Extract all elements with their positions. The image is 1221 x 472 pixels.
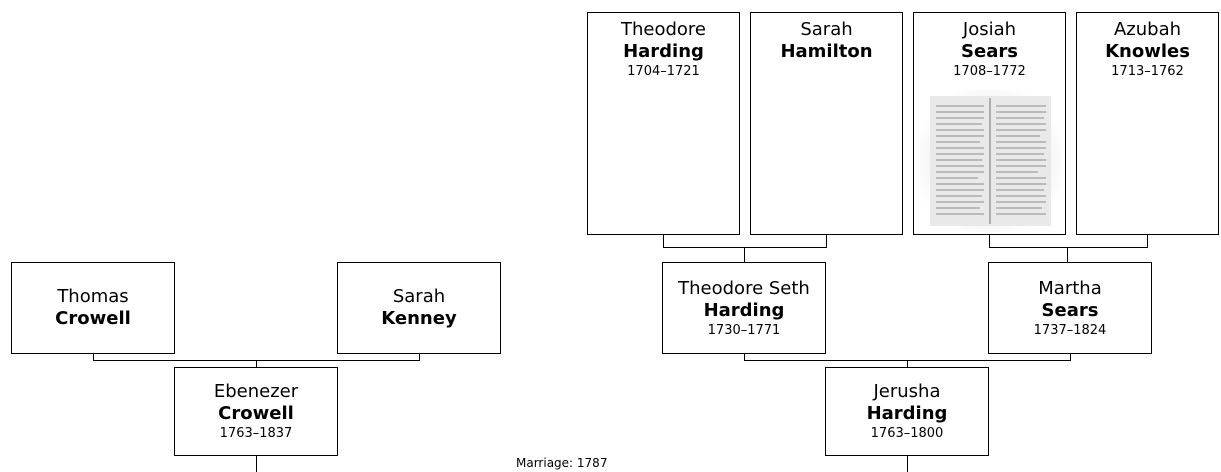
- connector: [907, 360, 908, 367]
- last-name: Harding: [623, 41, 704, 62]
- life-years: 1763–1800: [870, 426, 944, 441]
- person-card-thomas-crowell[interactable]: Thomas Crowell: [11, 262, 175, 354]
- connector: [256, 456, 257, 472]
- first-name: Sarah: [392, 286, 446, 307]
- connector: [256, 360, 257, 367]
- first-name: Thomas: [57, 286, 129, 307]
- life-years: 1713–1762: [1111, 64, 1184, 79]
- person-card-theodore-seth-harding[interactable]: Theodore Seth Harding 1730–1771: [662, 262, 826, 354]
- person-card-martha-sears[interactable]: Martha Sears 1737–1824: [988, 262, 1152, 354]
- first-name: Sarah: [800, 19, 853, 40]
- first-name: Josiah: [962, 19, 1017, 40]
- life-years: 1708–1772: [953, 64, 1026, 79]
- connector: [663, 235, 664, 247]
- life-years: 1763–1837: [219, 426, 293, 441]
- connector: [989, 235, 990, 247]
- last-name: Hamilton: [780, 41, 873, 62]
- person-card-theodore-harding[interactable]: Theodore Harding 1704–1721: [587, 12, 740, 235]
- connector: [1067, 247, 1068, 262]
- life-years: 1704–1721: [627, 64, 700, 79]
- person-card-ebenezer-crowell[interactable]: Ebenezer Crowell 1763–1837: [174, 367, 338, 456]
- life-years: 1737–1824: [1033, 322, 1107, 338]
- person-card-jerusha-harding[interactable]: Jerusha Harding 1763–1800: [825, 367, 989, 456]
- connector: [419, 354, 420, 360]
- last-name: Knowles: [1105, 41, 1190, 62]
- connector: [663, 247, 827, 248]
- person-card-sarah-hamilton[interactable]: Sarah Hamilton: [750, 12, 903, 235]
- last-name: Crowell: [218, 403, 294, 424]
- first-name: Theodore: [620, 19, 706, 40]
- connector: [744, 247, 745, 262]
- connector: [989, 247, 1148, 248]
- life-years: 1730–1771: [707, 322, 781, 338]
- last-name: Crowell: [55, 308, 131, 329]
- first-name: Martha: [1038, 277, 1102, 299]
- last-name: Harding: [703, 299, 785, 321]
- marriage-label: Marriage: 1787: [516, 456, 608, 470]
- connector: [1070, 354, 1071, 360]
- connector: [1147, 235, 1148, 247]
- person-card-azubah-knowles[interactable]: Azubah Knowles 1713–1762: [1076, 12, 1219, 235]
- person-card-sarah-kenney[interactable]: Sarah Kenney: [337, 262, 501, 354]
- first-name: Azubah: [1113, 19, 1182, 40]
- connector: [93, 354, 94, 360]
- connector: [744, 354, 745, 360]
- first-name: Theodore Seth: [678, 277, 810, 299]
- connector: [826, 235, 827, 247]
- first-name: Jerusha: [873, 381, 941, 402]
- last-name: Harding: [866, 403, 948, 424]
- last-name: Sears: [1041, 299, 1099, 321]
- document-scan-icon: [930, 96, 1051, 226]
- document-scan-thumbnail[interactable]: [920, 90, 1061, 232]
- connector: [907, 456, 908, 472]
- last-name: Sears: [961, 41, 1018, 62]
- last-name: Kenney: [381, 308, 457, 329]
- first-name: Ebenezer: [213, 381, 299, 402]
